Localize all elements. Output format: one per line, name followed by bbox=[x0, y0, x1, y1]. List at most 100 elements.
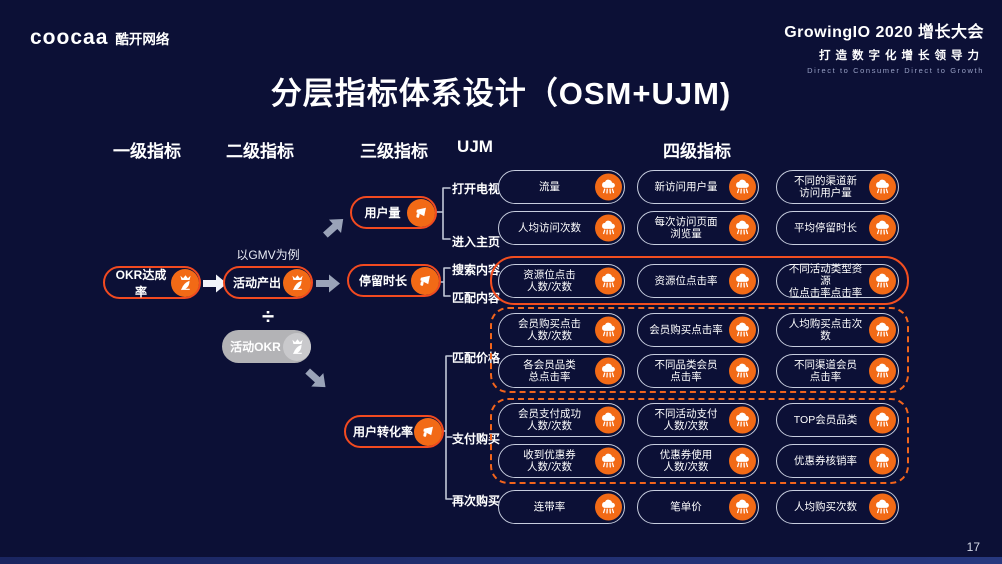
metric-pill-label: 不同的渠道新访问用户量 bbox=[794, 175, 857, 199]
cloud-rain-icon bbox=[869, 493, 896, 521]
metric-row-coupon: 收到优惠券人数/次数 优惠券使用人数/次数 bbox=[498, 444, 902, 478]
logo-wordmark: coocaa bbox=[30, 26, 109, 49]
metric-pill: 平均停留时长 bbox=[776, 211, 899, 245]
metric-pill: 各会员品类总点击率 bbox=[498, 354, 625, 388]
cloud-rain-icon bbox=[869, 447, 896, 475]
pill-stay-duration-label: 停留时长 bbox=[358, 274, 407, 288]
ujm-stage-match-price: 匹配价格 bbox=[452, 351, 501, 365]
event-title: GrowingIO 2020 增长大会 bbox=[784, 24, 984, 41]
arrow-right-gray-icon bbox=[316, 274, 340, 293]
ujm-stage-match-content: 匹配内容 bbox=[452, 291, 501, 305]
metric-pill: 流量 bbox=[498, 170, 625, 204]
pill-stay-duration: 停留时长 bbox=[347, 264, 441, 297]
event-slogan: 打造数字化增长领导力 bbox=[819, 50, 984, 62]
cloud-rain-icon bbox=[729, 173, 756, 201]
metric-pill: 人均访问次数 bbox=[498, 211, 625, 245]
ujm-stage-open-tv: 打开电视 bbox=[452, 182, 501, 196]
metric-pill-label: 笔单价 bbox=[670, 501, 702, 513]
metric-pill: 笔单价 bbox=[637, 490, 759, 524]
metric-pill: 不同渠道会员点击率 bbox=[776, 354, 899, 388]
metric-row-enter-home: 人均访问次数 每次访问页面浏览量 bbox=[498, 211, 902, 245]
event-tagline: Direct to Consumer Direct to Growth bbox=[807, 66, 984, 75]
highlight-box-pay-purchase bbox=[490, 398, 909, 484]
cloud-rain-icon bbox=[595, 447, 622, 475]
metric-pill: 新访问用户量 bbox=[637, 170, 759, 204]
metric-pill-label: 新访问用户量 bbox=[654, 181, 718, 193]
pill-user-conversion-label: 用户转化率 bbox=[352, 425, 413, 439]
metric-pill: 人均购买点击次数 bbox=[776, 313, 899, 347]
event-branding: GrowingIO 2020 增长大会 打造数字化增长领导力 Direct to… bbox=[784, 18, 984, 75]
metric-pill-label: 不同渠道会员点击率 bbox=[794, 359, 857, 383]
metric-row-category-click: 各会员品类总点击率 不同品类会员点击率 bbox=[498, 354, 902, 388]
cloud-rain-icon bbox=[729, 406, 756, 434]
metric-pill: 优惠券核销率 bbox=[776, 444, 899, 478]
coocaa-logo: coocaa 酷开网络 bbox=[30, 26, 169, 50]
metric-pill: 连带率 bbox=[498, 490, 625, 524]
highlight-box-resource-click bbox=[490, 256, 909, 305]
metric-pill: 不同品类会员点击率 bbox=[637, 354, 759, 388]
cloud-rain-icon bbox=[729, 357, 756, 385]
metric-row-pay-success: 会员支付成功人数/次数 不同活动支付人数/次数 bbox=[498, 403, 902, 437]
metric-pill-label: 人均购买次数 bbox=[794, 501, 857, 513]
cloud-rain-icon bbox=[595, 173, 622, 201]
metric-pill-label: 资源位点击人数/次数 bbox=[523, 269, 576, 293]
metric-pill-label: 每次访问页面浏览量 bbox=[654, 216, 718, 240]
megaphone-icon bbox=[414, 417, 442, 446]
metric-pill-label: 会员购买点击率 bbox=[649, 324, 723, 336]
cloud-rain-icon bbox=[595, 406, 622, 434]
arrow-down-right-icon bbox=[305, 368, 326, 388]
header-level3: 三级指标 bbox=[360, 142, 428, 161]
crown-person-icon bbox=[283, 332, 311, 361]
metric-pill: 不同活动类型资源位点击率点击率 bbox=[776, 263, 899, 299]
metric-pill: 不同活动支付人数/次数 bbox=[637, 403, 759, 437]
crown-person-icon bbox=[171, 268, 199, 297]
metric-pill: 不同的渠道新访问用户量 bbox=[776, 170, 899, 204]
metric-pill: 每次访问页面浏览量 bbox=[637, 211, 759, 245]
metric-pill-label: 优惠券核销率 bbox=[794, 455, 857, 467]
metric-pill-label: 连带率 bbox=[533, 501, 566, 513]
metric-pill-label: 优惠券使用人数/次数 bbox=[659, 449, 713, 473]
header-level4: 四级指标 bbox=[663, 142, 731, 161]
gmv-note: 以GMV为例 bbox=[236, 248, 300, 262]
page-number: 17 bbox=[966, 540, 980, 554]
metric-row-repurchase: 连带率 笔单价 bbox=[498, 490, 902, 524]
pill-activity-output: 活动产出 bbox=[223, 266, 313, 299]
crown-person-icon bbox=[283, 268, 311, 297]
metric-row-open-tv: 流量 新访问用户量 bbox=[498, 170, 902, 204]
metric-pill-label: 平均停留时长 bbox=[794, 222, 857, 234]
megaphone-icon bbox=[411, 266, 439, 295]
metric-pill-label: 人均访问次数 bbox=[518, 222, 581, 234]
cloud-rain-icon bbox=[729, 493, 756, 521]
metric-pill-label: 资源位点击率 bbox=[654, 275, 718, 287]
metric-pill-label: 不同品类会员点击率 bbox=[654, 359, 718, 383]
metric-pill-label: 人均购买点击次数 bbox=[788, 318, 863, 342]
metric-pill-label: 不同活动类型资源位点击率点击率 bbox=[788, 263, 863, 299]
pill-activity-output-label: 活动产出 bbox=[232, 276, 281, 290]
cloud-rain-icon bbox=[595, 357, 622, 385]
ujm-stage-enter-home: 进入主页 bbox=[452, 235, 501, 249]
cloud-rain-icon bbox=[869, 406, 896, 434]
metric-pill: 资源位点击率 bbox=[637, 264, 759, 298]
bracket-users bbox=[436, 187, 451, 240]
page-title: 分层指标体系设计（OSM+UJM) bbox=[270, 76, 732, 111]
ujm-stage-search: 搜索内容 bbox=[452, 263, 501, 277]
metric-pill: 会员购买点击率 bbox=[637, 313, 759, 347]
cloud-rain-icon bbox=[869, 357, 896, 385]
header-ujm: UJM bbox=[457, 137, 493, 156]
ujm-stage-pay: 支付购买 bbox=[452, 432, 501, 446]
cloud-rain-icon bbox=[729, 267, 756, 295]
metric-pill: TOP会员品类 bbox=[776, 403, 899, 437]
metric-pill: 资源位点击人数/次数 bbox=[498, 264, 625, 298]
cloud-rain-icon bbox=[595, 316, 622, 344]
cloud-rain-icon bbox=[729, 214, 756, 242]
pill-activity-okr: 活动OKR bbox=[222, 330, 311, 363]
arrow-up-right-icon bbox=[323, 219, 344, 238]
bracket-duration bbox=[440, 267, 451, 297]
metric-pill-label: 流量 bbox=[539, 181, 560, 193]
metric-pill-label: 会员支付成功人数/次数 bbox=[518, 408, 581, 432]
metric-pill: 会员购买点击人数/次数 bbox=[498, 313, 625, 347]
metric-pill-label: 收到优惠券人数/次数 bbox=[523, 449, 576, 473]
cloud-rain-icon bbox=[869, 214, 896, 242]
pill-okr-rate-label: OKR达成率 bbox=[115, 267, 167, 299]
